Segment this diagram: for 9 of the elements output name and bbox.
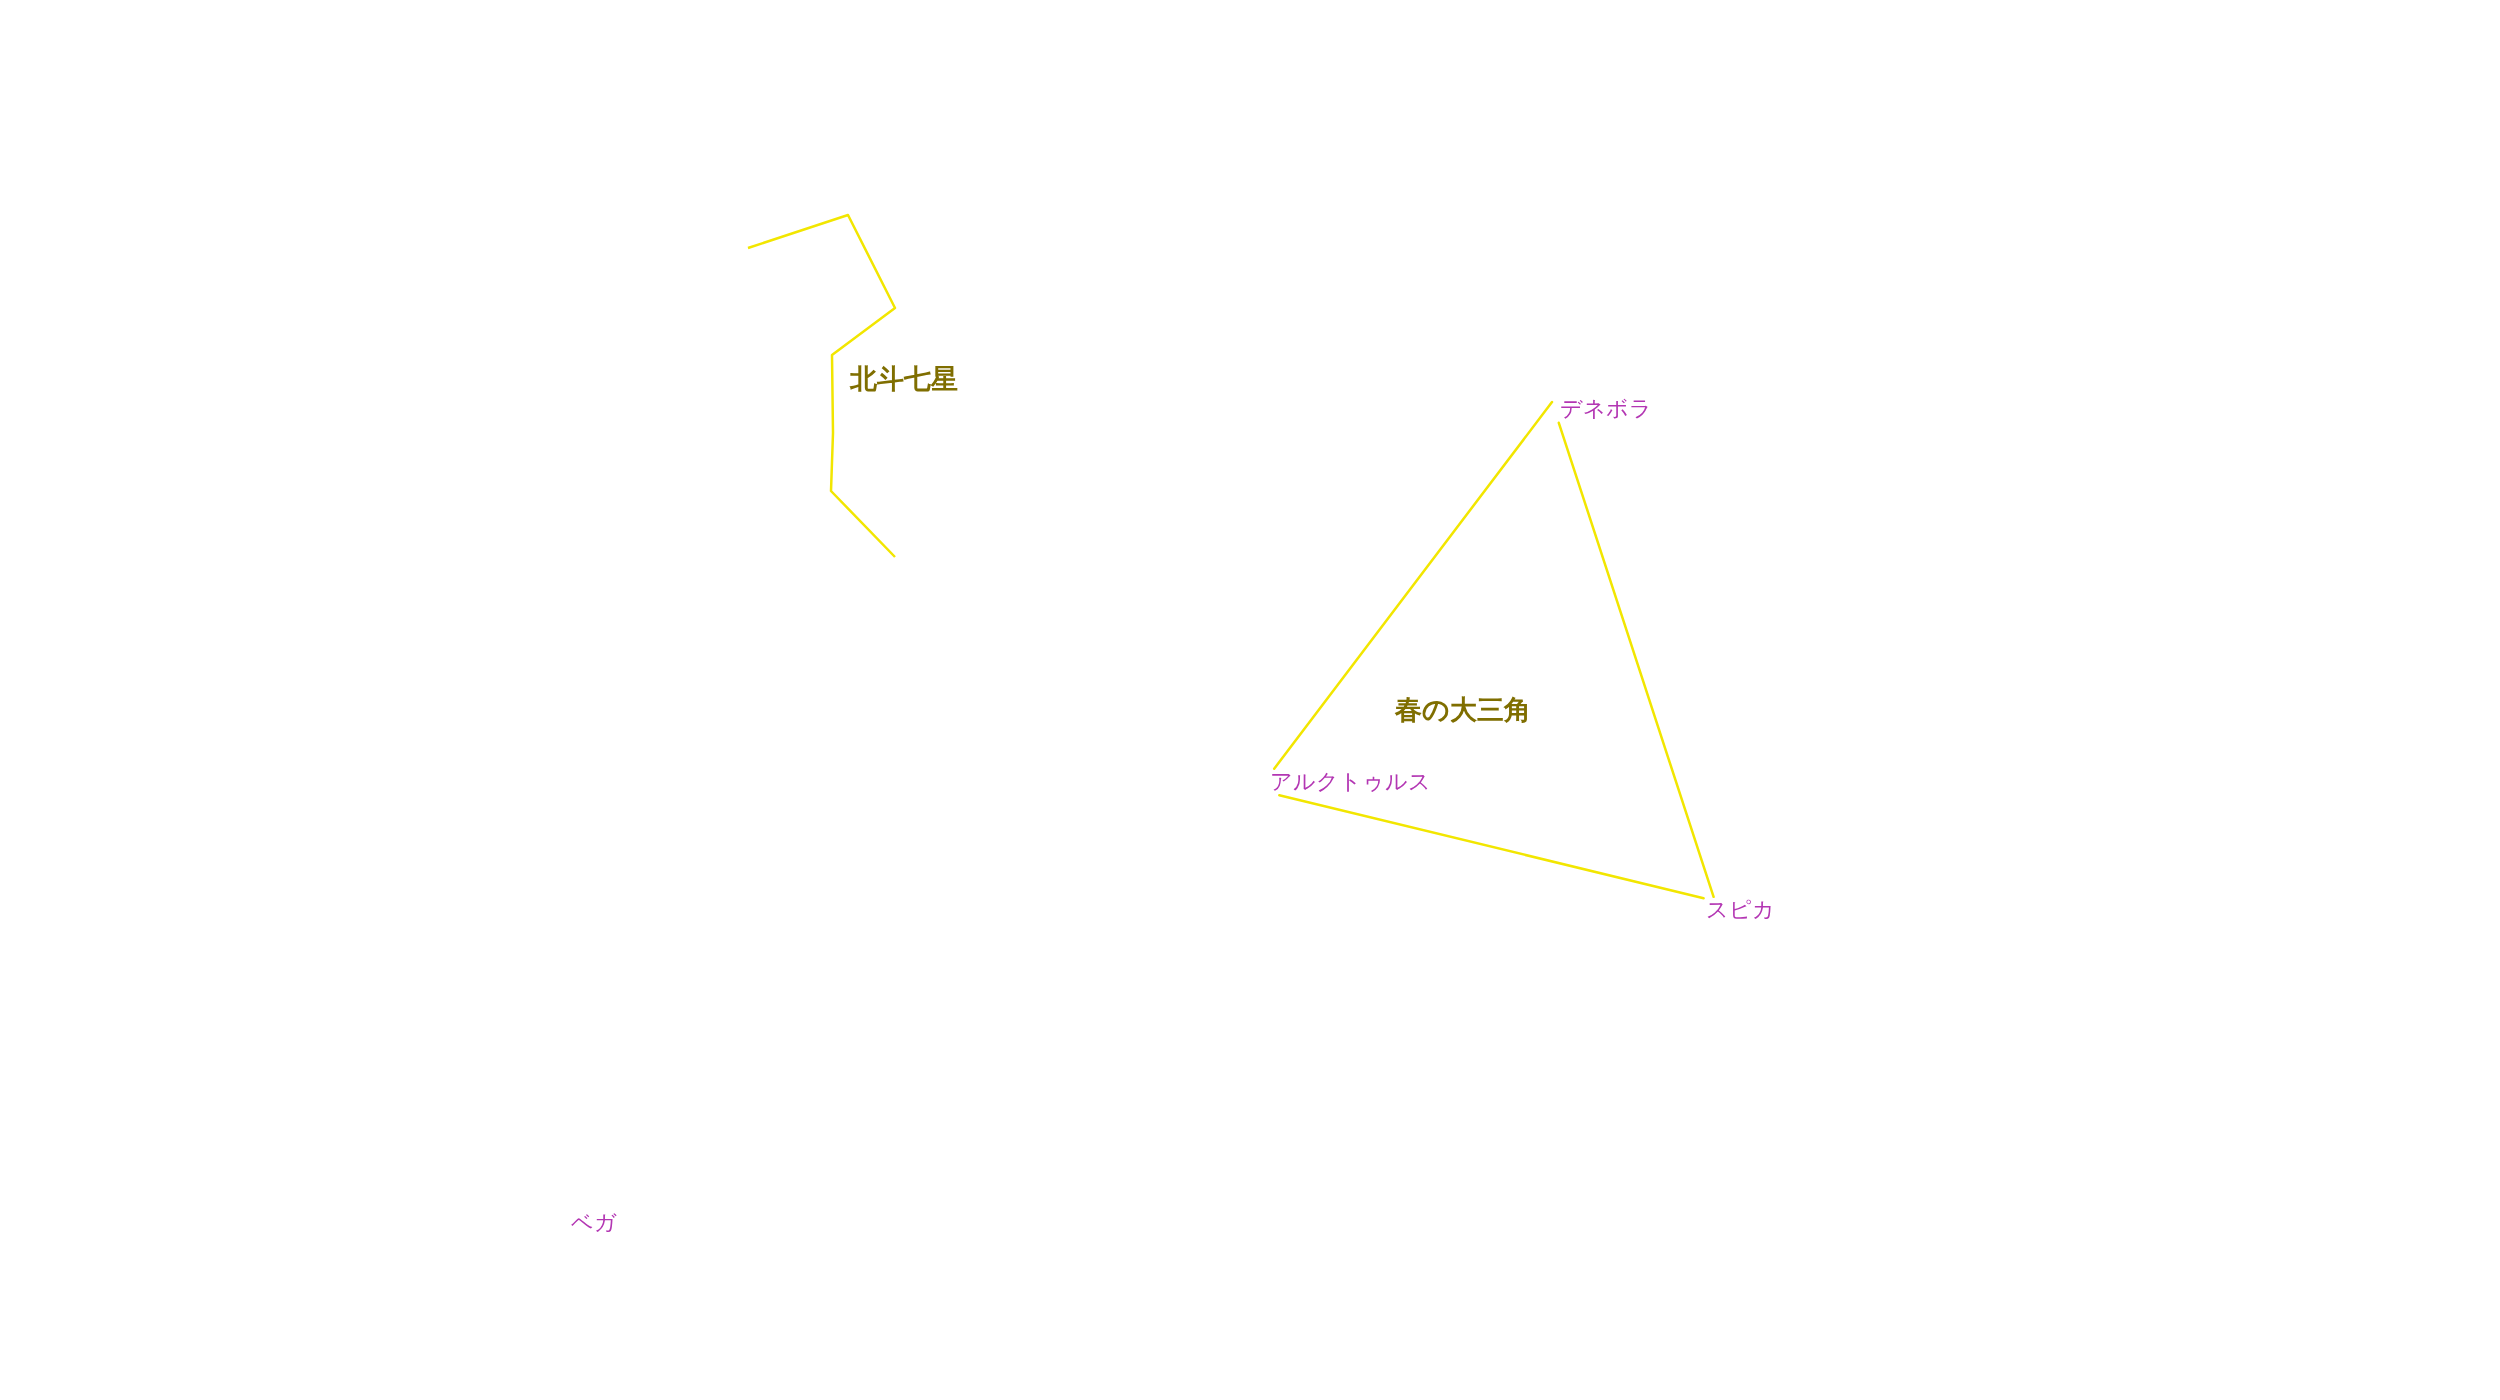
constellation-line [1557,421,1715,899]
constellation-line [1272,400,1554,770]
star-name: デネボラ [1560,398,1652,420]
constellation-line [1278,793,1705,900]
constellation-name: 春の大三角 [1395,696,1531,723]
star-name: ベガ [571,1212,617,1234]
star-name: アルクトゥルス [1270,771,1431,793]
star-name: スピカ [1706,899,1775,921]
constellation-name: 北斗七星 [850,365,958,392]
